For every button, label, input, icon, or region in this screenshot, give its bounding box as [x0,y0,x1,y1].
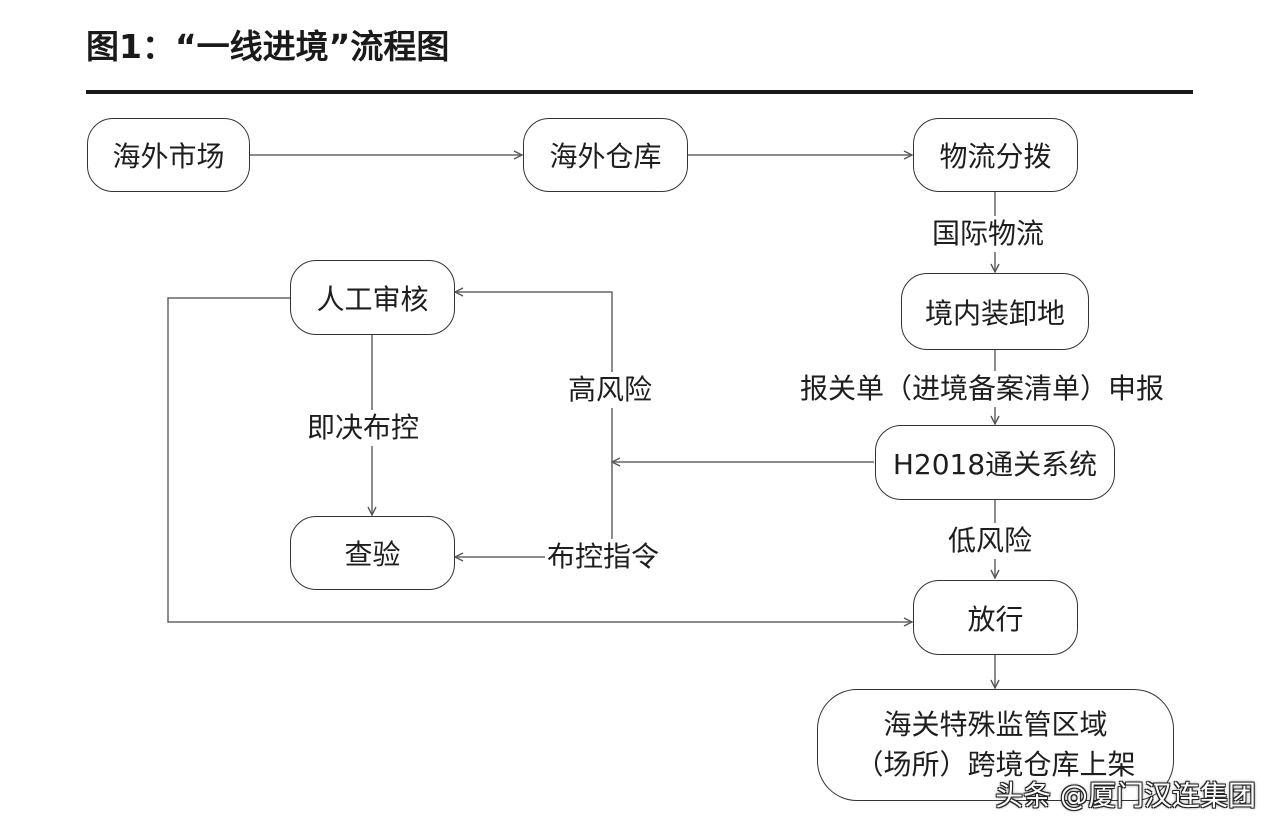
node-logistics-distribution: 物流分拨 [913,118,1078,192]
node-h2018-system: H2018通关系统 [875,425,1115,500]
node-customs-warehouse: 海关特殊监管区域 （场所）跨境仓库上架 [817,689,1174,801]
label-control-instruction: 布控指令 [545,539,662,575]
watermark: 头条 @厦门汉连集团 [995,779,1256,812]
label-international-logistics: 国际物流 [930,216,1047,252]
node-inspection: 查验 [290,516,455,590]
arrow-review-to-release [167,297,912,622]
label-declaration: 报关单（进境备案清单）申报 [798,371,1167,407]
label-low-risk: 低风险 [946,523,1035,559]
label-high-risk: 高风险 [566,372,655,408]
node-customs-warehouse-line2: （场所）跨境仓库上架 [855,748,1136,781]
node-manual-review: 人工审核 [290,260,455,335]
node-release: 放行 [913,580,1078,655]
node-overseas-market: 海外市场 [87,118,250,192]
node-domestic-unloading: 境内装卸地 [901,273,1089,350]
node-customs-warehouse-line1: 海关特殊监管区域 [883,708,1108,741]
arrow-high-risk-to-review [455,292,613,557]
label-immediate-control: 即决布控 [305,410,422,446]
title-divider [86,90,1193,94]
figure-title: 图1：“一线进境”流程图 [86,27,450,66]
node-overseas-warehouse: 海外仓库 [523,118,688,192]
